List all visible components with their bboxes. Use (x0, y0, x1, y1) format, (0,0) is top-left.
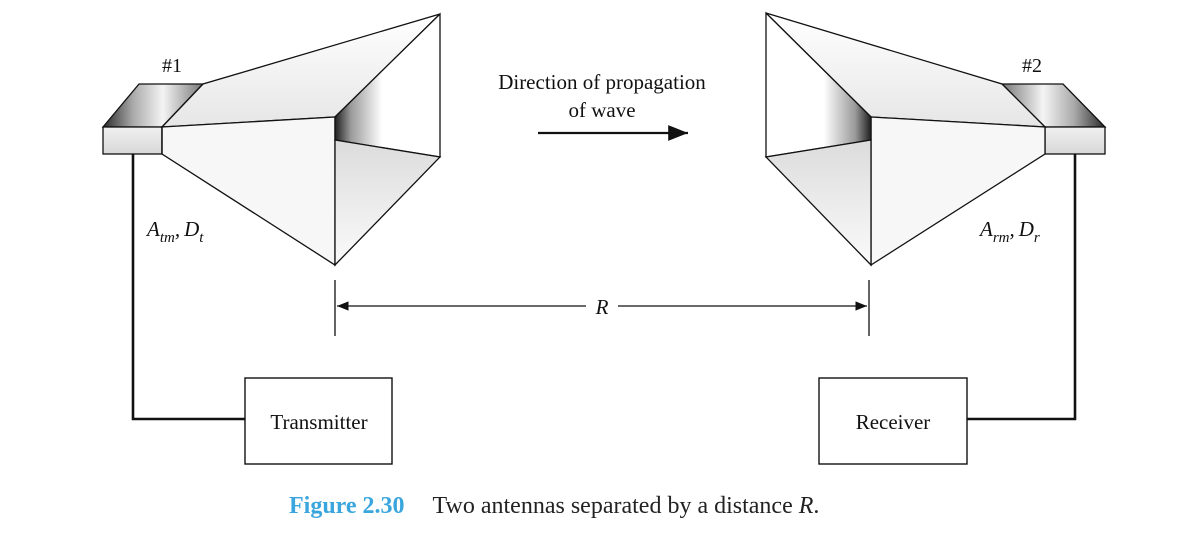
antenna-1 (101, 12, 442, 267)
antenna-2-params: Arm,Dr (978, 217, 1040, 246)
figure-number: Figure 2.30 (289, 493, 405, 519)
antenna-2-horn-inner-bottom (764, 139, 872, 267)
receiver-label: Receiver (856, 410, 931, 434)
antenna-1-waveguide-front (102, 126, 163, 155)
antenna-2-waveguide-front (1044, 126, 1106, 155)
distance-label: R (595, 295, 609, 319)
antenna-1-horn-inner-bottom (334, 139, 442, 267)
antenna-2-horn-side (870, 116, 1046, 267)
receiver-feed-line (967, 154, 1077, 421)
propagation-label-line1: Direction of propagation (498, 70, 706, 94)
antenna-1-horn-side (161, 116, 336, 267)
antenna-1-params: Atm,Dt (145, 217, 204, 246)
transmitter-label: Transmitter (270, 410, 367, 434)
antenna-2 (764, 11, 1107, 267)
transmitter-feed-line (131, 154, 245, 421)
antenna-1-number: #1 (162, 55, 182, 77)
transmitter-box (244, 377, 393, 465)
propagation-label-line2: of wave (568, 98, 635, 122)
receiver-box (818, 377, 968, 465)
antenna-2-number: #2 (1022, 55, 1042, 77)
